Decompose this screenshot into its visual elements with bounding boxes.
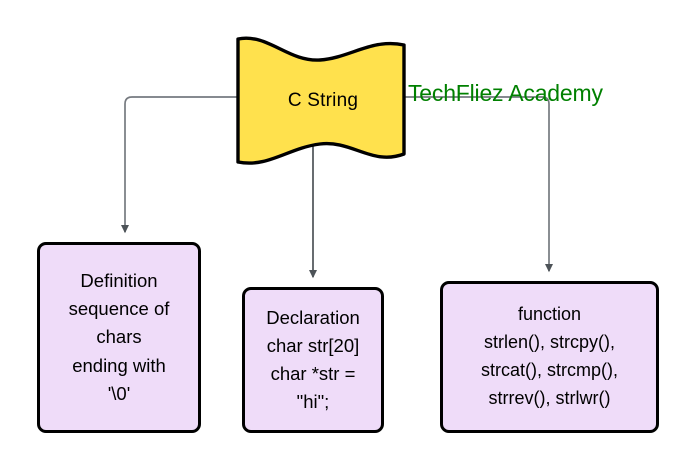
definition-box[interactable]: Definition sequence of chars ending with… bbox=[37, 242, 201, 433]
c-string-label: C String bbox=[287, 90, 359, 111]
connector-to-function bbox=[404, 96, 554, 273]
declaration-box[interactable]: Declaration char str[20] char *str = "hi… bbox=[242, 287, 384, 433]
flag-shape-icon bbox=[236, 36, 406, 165]
declaration-box-text: Declaration char str[20] char *str = "hi… bbox=[266, 306, 360, 413]
c-string-flag-node[interactable]: C String bbox=[232, 32, 410, 170]
function-box[interactable]: function strlen(), strcpy(), strcat(), s… bbox=[440, 281, 659, 433]
brand-label: TechFliez Academy bbox=[408, 80, 603, 106]
function-box-text: function strlen(), strcpy(), strcat(), s… bbox=[481, 304, 618, 408]
connector-to-definition bbox=[120, 96, 237, 234]
definition-box-text: Definition sequence of chars ending with… bbox=[68, 270, 170, 404]
